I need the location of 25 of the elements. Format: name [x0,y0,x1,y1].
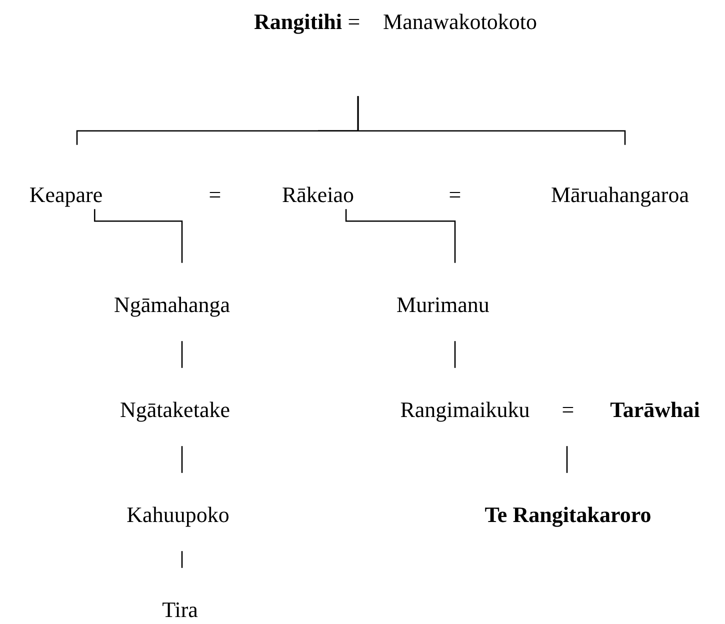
connector-line [345,209,456,263]
person-name: Tarāwhai [610,398,700,422]
connector-line [181,341,183,368]
connector-line [181,446,183,473]
person-name: Rākeiao [282,182,354,208]
person-name: Manawakotokoto [383,10,537,34]
person-name: Māruahangaroa [550,182,690,208]
connector-line [94,209,183,263]
connector-line [357,96,626,145]
person-name: Ngātaketake [120,398,230,422]
connector-line [454,341,456,368]
person-name: Kahuupoko [126,502,230,528]
marriage-sign: = [208,182,222,208]
person-name: Murimanu [396,292,490,318]
connector-line [566,446,568,473]
person-name: Ngāmahanga [114,292,230,318]
connector-line [181,551,183,568]
person-name: Rangitihi [254,10,342,34]
marriage-sign: = [348,10,360,34]
marriage-sign: = [562,398,574,422]
person-name: Te Rangitakaroro [484,502,652,528]
person-name: Keapare [29,182,103,208]
marriage-sign: = [448,182,462,208]
person-name: Tira [162,598,198,622]
person-name: Rangimaikuku [400,398,530,422]
